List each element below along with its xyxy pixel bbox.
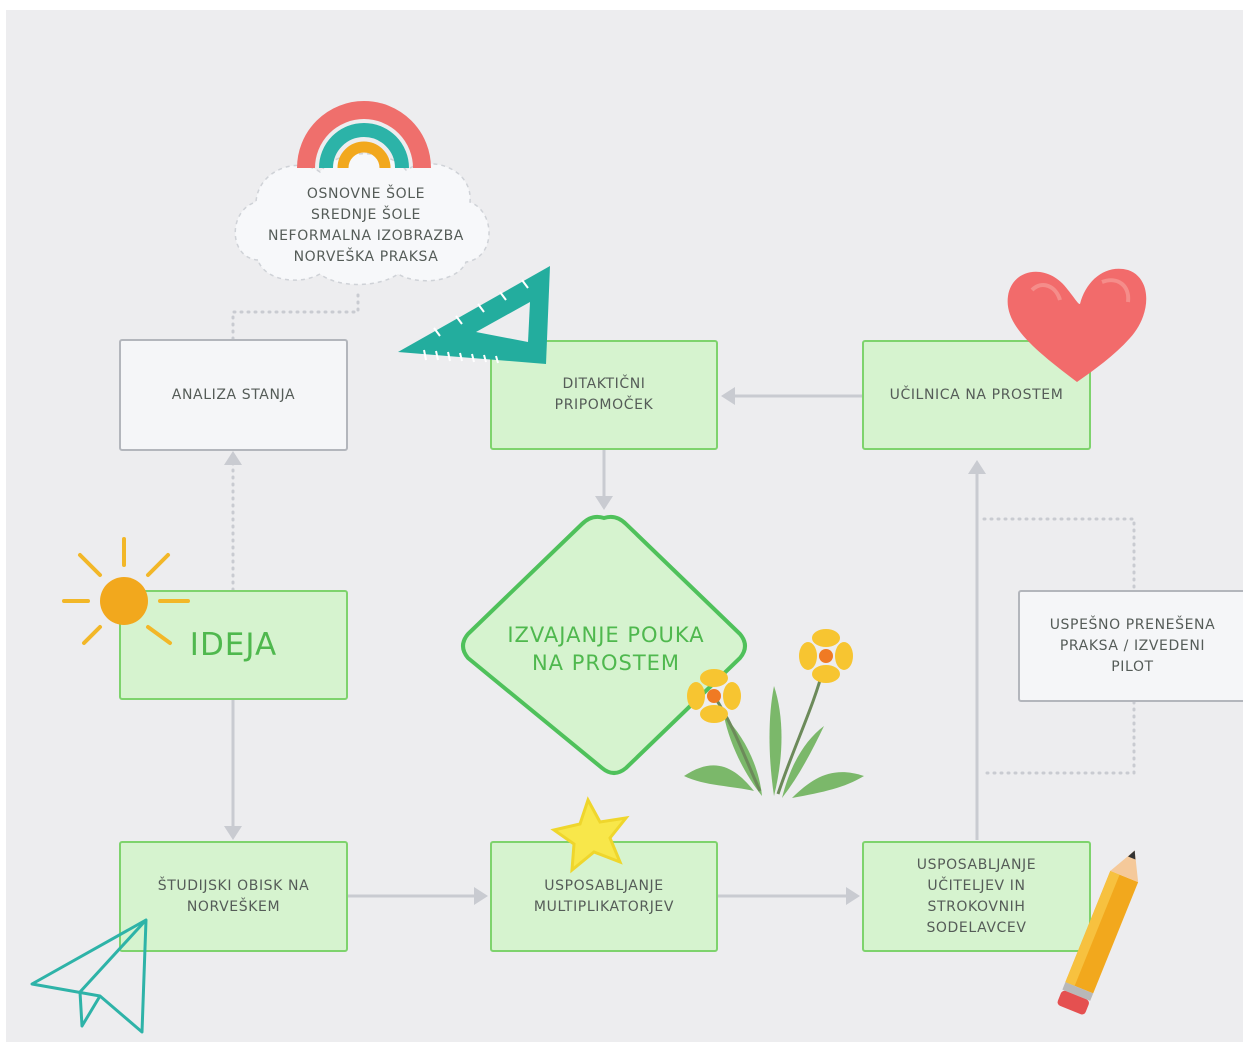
cloud-line: NORVEŠKA PRAKSA (293, 249, 439, 265)
node-uspesno-prenesena[interactable]: USPEŠNO PRENEŠENA PRAKSA / IZVEDENI PILO… (1018, 590, 1243, 702)
heart-icon (1007, 268, 1147, 382)
cloud-text: OSNOVNE ŠOLE SREDNJE ŠOLE NEFORMALNA IZO… (238, 184, 494, 268)
node-studijski-obisk-label: ŠTUDIJSKI OBISK NA NORVEŠKEM (157, 877, 310, 915)
node-ideja-label: IDEJA (189, 626, 278, 663)
node-studijski-obisk[interactable]: ŠTUDIJSKI OBISK NA NORVEŠKEM (119, 841, 348, 952)
node-izvajanje-label: IZVAJANJE POUKA NA PROSTEM (507, 623, 705, 675)
paper-plane-icon (30, 918, 148, 1034)
node-usposabljanje-uciteljev[interactable]: USPOSABLJANJE UČITELJEV IN STROKOVNIH SO… (862, 841, 1091, 952)
connectors (224, 288, 1136, 905)
rainbow-icon (297, 101, 431, 168)
sun-icon (62, 537, 190, 645)
node-analiza-stanja-label: ANALIZA STANJA (171, 386, 296, 403)
node-didakticni-label: DITAKTIČNI PRIPOMOČEK (554, 376, 654, 413)
pencil-icon (1057, 850, 1139, 1015)
connector-uspesno-bracket-bottom (982, 700, 1136, 775)
flowchart-canvas: OSNOVNE ŠOLE SREDNJE ŠOLE NEFORMALNA IZO… (6, 10, 1243, 1042)
triangle-ruler-icon (398, 266, 550, 364)
cloud-line: NEFORMALNA IZOBRAZBA (268, 228, 464, 244)
node-ucilnica-label: UČILNICA NA PROSTEM (889, 386, 1064, 403)
node-ideja[interactable]: IDEJA (119, 590, 348, 700)
connector-uspesno-bracket-top (982, 517, 1136, 592)
node-multiplikatorji-label: USPOSABLJANJE MULTIPLIKATORJEV (533, 877, 675, 915)
node-izvajanje-pouka[interactable] (454, 510, 754, 782)
cloud-line: SREDNJE ŠOLE (311, 207, 421, 223)
connector-analiza-cloud (231, 288, 360, 341)
cloud-shape (234, 153, 490, 286)
node-uciteljev-label: USPOSABLJANJE UČITELJEV IN STROKOVNIH SO… (916, 856, 1037, 936)
star-icon (550, 796, 630, 874)
flowers-icon (684, 629, 864, 798)
node-uspesno-label: USPEŠNO PRENEŠENA PRAKSA / IZVEDENI PILO… (1049, 616, 1216, 675)
node-analiza-stanja[interactable]: ANALIZA STANJA (119, 339, 348, 451)
node-usposabljanje-multiplikatorjev[interactable]: USPOSABLJANJE MULTIPLIKATORJEV (490, 841, 718, 952)
cloud-line: OSNOVNE ŠOLE (306, 186, 426, 202)
